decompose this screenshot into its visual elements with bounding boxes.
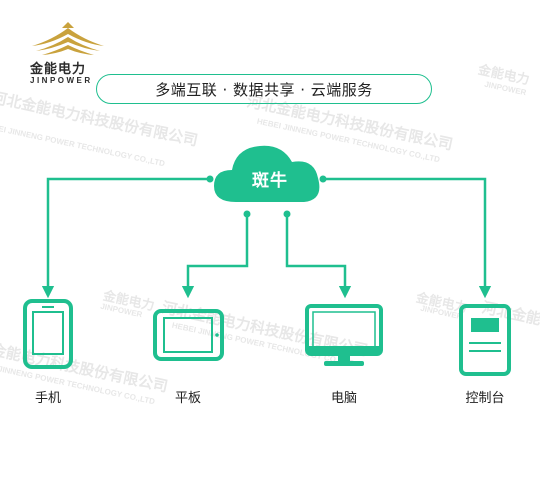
console-icon (459, 304, 511, 376)
device-label-phone: 手机 (34, 391, 61, 406)
monitor-icon (305, 304, 383, 366)
logo-subtitle: JINPOWER (30, 76, 93, 85)
cloud-icon (214, 145, 320, 202)
slogan-banner: 多端互联 · 数据共享 · 云端服务 (96, 74, 432, 104)
connector-computer (283, 210, 352, 299)
device-label-tablet: 平板 (174, 391, 201, 406)
roof-logo-icon (32, 22, 104, 55)
device-label-console: 控制台 (465, 391, 505, 406)
tablet-icon (153, 309, 224, 361)
company-logo: 金能电力 JINPOWER (22, 18, 114, 85)
cloud-label: 斑牛 (252, 171, 288, 191)
smartphone-icon (23, 299, 73, 369)
connector-phone (41, 175, 214, 299)
connector-console (319, 175, 492, 299)
device-label-computer: 电脑 (330, 391, 357, 406)
logo-name: 金能电力 (30, 62, 87, 77)
connector-tablet (181, 210, 251, 299)
